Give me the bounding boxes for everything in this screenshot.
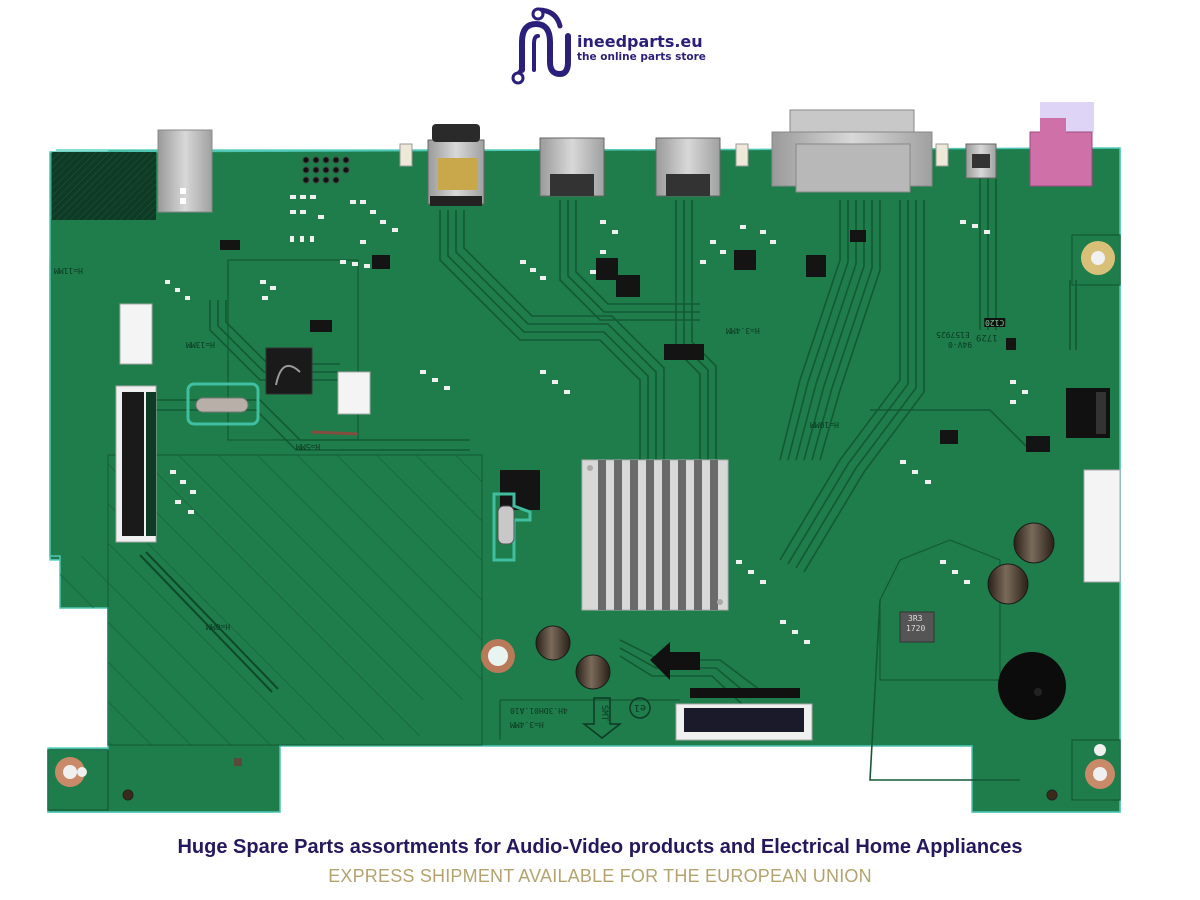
brand-logo: ineedparts.eu the online parts store [510, 6, 720, 88]
silkscreen-trace-mark: H=10MM [810, 420, 839, 429]
silkscreen-smt-arrow: SMT [599, 704, 610, 722]
pcb-board-photo: H=11MM H=13MM H=5MM H=0MM H=3.4MM H=10MM… [47, 102, 1121, 813]
qfp-chip [265, 347, 313, 395]
silkscreen-board-code: 4H.3DH01.A10 [510, 706, 568, 715]
headline-caption: Huge Spare Parts assortments for Audio-V… [177, 836, 1023, 858]
inductor-code-1: 3R3 [908, 614, 923, 623]
logo-name: ineedparts.eu [577, 32, 703, 51]
silkscreen-crystal-mark: H=5MM [296, 442, 321, 451]
silkscreen-ul-rating: 94V-0 [948, 340, 973, 349]
silkscreen-height-mark-mid: H=13MM [186, 340, 215, 349]
silkscreen-ground-mark: H=0MM [206, 622, 231, 631]
circuit-n-logo-icon [511, 7, 571, 85]
silkscreen-env-mark: e1 [634, 702, 647, 713]
silkscreen-batch-code: C120 [984, 318, 1006, 327]
pcb-illustration [47, 102, 1121, 813]
silkscreen-height-mark-left: H=11MM [54, 266, 83, 275]
silkscreen-center-mark: H=3.4MM [726, 326, 760, 335]
silkscreen-ul-code: E157925 [936, 330, 970, 339]
logo-tagline: the online parts store [577, 51, 706, 63]
inductor-code-2: 1720 [906, 624, 926, 633]
silkscreen-bottom-height: H=3.4MM [510, 720, 544, 729]
silkscreen-date-code: 1729 [976, 332, 998, 342]
shipping-caption: EXPRESS SHIPMENT AVAILABLE FOR THE EUROP… [328, 866, 872, 886]
